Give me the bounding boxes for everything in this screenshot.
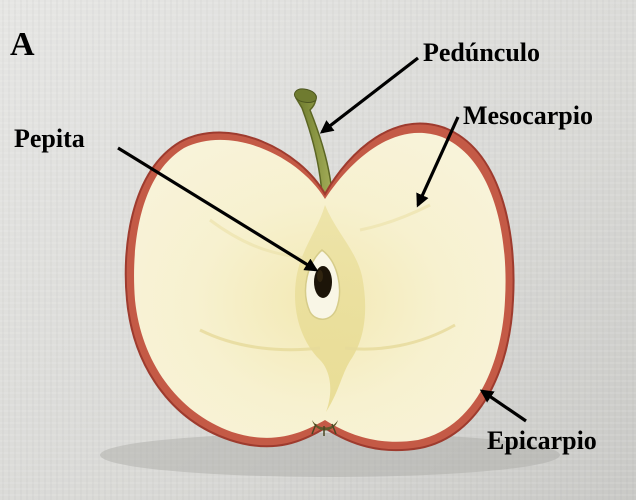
label-pepita: Pepita — [14, 126, 85, 152]
label-mesocarpio: Mesocarpio — [463, 103, 593, 129]
label-pedunculo: Pedúnculo — [423, 40, 540, 66]
seed-shape — [314, 266, 332, 298]
panel-letter: A — [10, 28, 35, 62]
label-epicarpio: Epicarpio — [487, 428, 597, 454]
